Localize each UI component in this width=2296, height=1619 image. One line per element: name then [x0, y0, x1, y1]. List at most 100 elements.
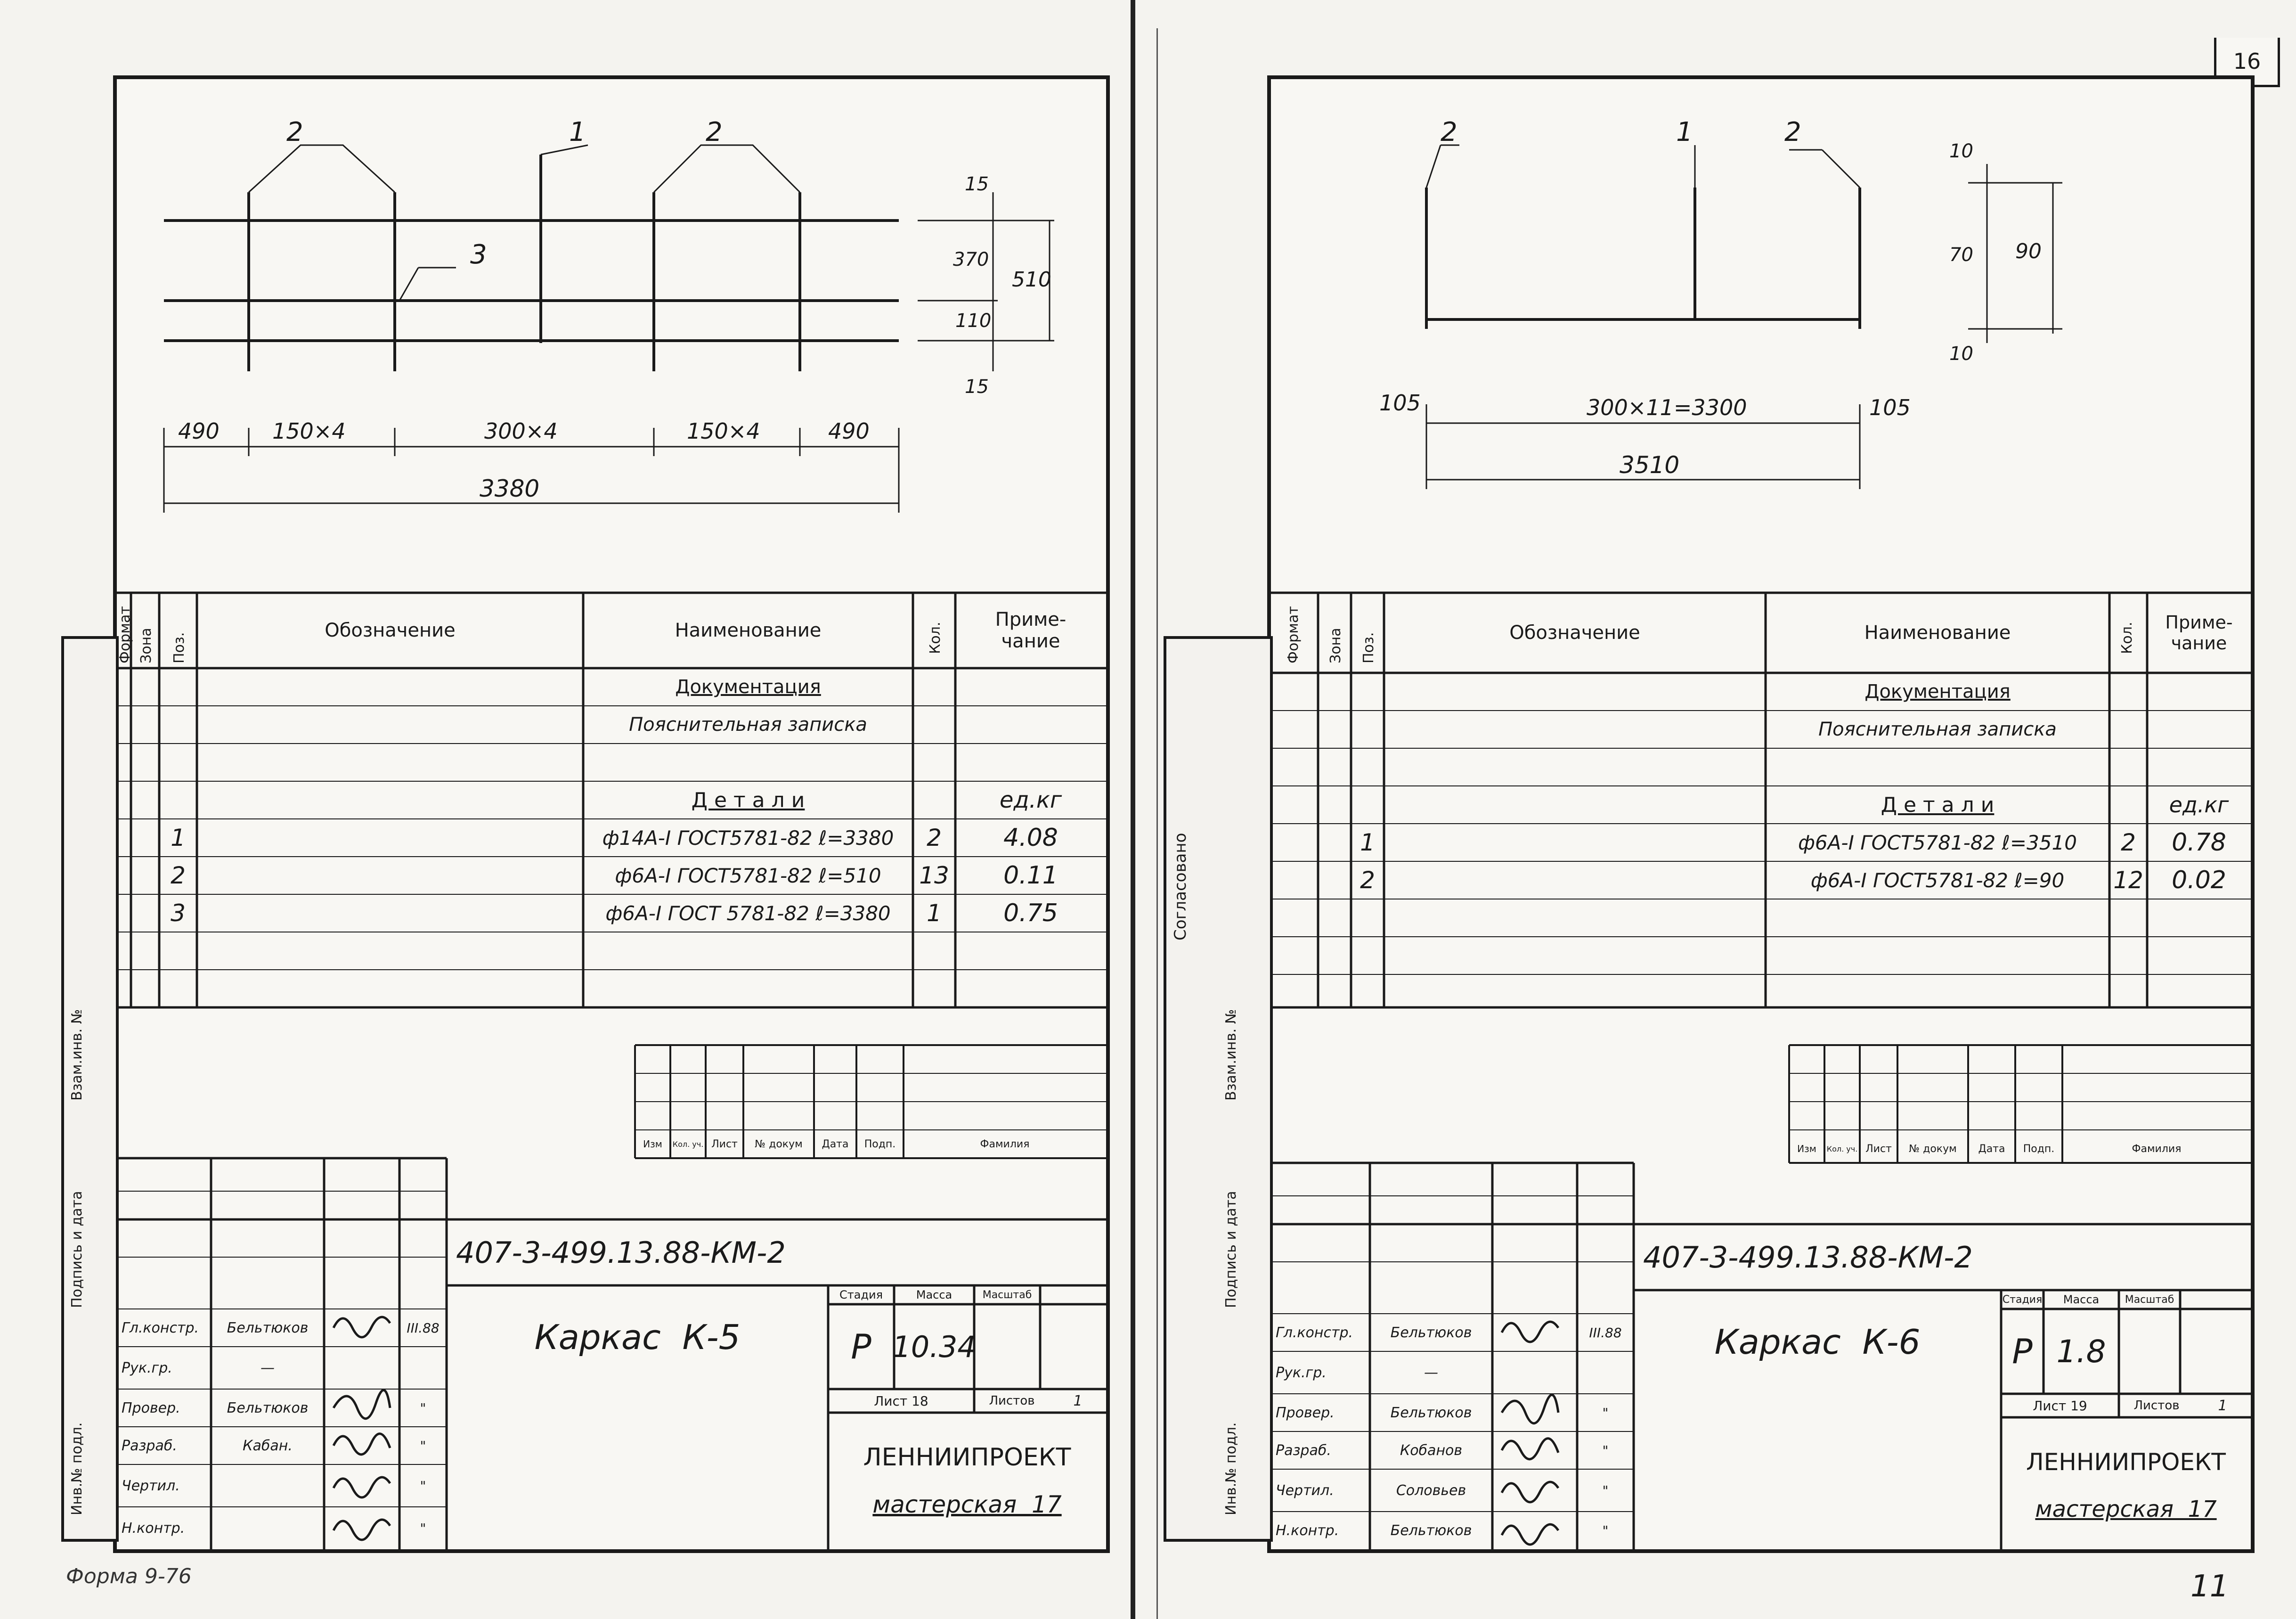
hdr-designation: Обозначение: [1509, 622, 1640, 644]
center-fold: [1131, 0, 1135, 1619]
person-date: III.88: [1589, 1325, 1622, 1341]
callout-2: 2: [1441, 117, 1457, 147]
row1-qty: 2: [2121, 829, 2136, 856]
dim-h-a: 105: [1379, 390, 1421, 416]
rev-hdr-date: Дата: [822, 1138, 849, 1150]
dim-h-a: 490: [178, 418, 220, 444]
person-role: Н.контр.: [1276, 1522, 1339, 1539]
person-role: Н.контр.: [122, 1520, 185, 1537]
row2-note: 0.11: [1003, 861, 1058, 890]
person-date: ": [420, 1400, 426, 1416]
sheets-count: 1: [2218, 1397, 2227, 1414]
row1-name: ф6А-I ГОСТ5781-82 ℓ=3510: [1798, 831, 2077, 854]
row2-name: ф6А-I ГОСТ5781-82 ℓ=510: [615, 864, 881, 887]
person-name: —: [1424, 1364, 1438, 1381]
sidebar-s3: Инв.№ подл.: [69, 1422, 85, 1515]
stage-label: Стадия: [2002, 1293, 2043, 1306]
rev-hdr-name: Фамилия: [2132, 1143, 2182, 1155]
rev-hdr-list: Лист: [711, 1138, 738, 1150]
rev-hdr-list: Лист: [1865, 1143, 1892, 1155]
callout-1: 1: [1676, 117, 1693, 147]
rev-hdr-kol: Кол. уч.: [1826, 1144, 1858, 1153]
row3-name: ф6А-I ГОСТ 5781-82 ℓ=3380: [605, 901, 891, 925]
scale-label: Масштаб: [2125, 1293, 2174, 1306]
left-sidebar: Взам.инв. № Подпись и дата Инв.№ подл.: [61, 636, 119, 1542]
unit-label: ед.кг: [2169, 792, 2229, 818]
hdr-name: Наименование: [1864, 622, 2011, 644]
doc-code: 407-3-499.13.88-КМ-2: [1643, 1240, 1973, 1275]
rev-hdr-kol: Кол. уч.: [672, 1139, 704, 1149]
row1-qty: 2: [927, 824, 942, 851]
row2-qty: 12: [2113, 867, 2143, 894]
person-role: Рук.гр.: [122, 1359, 172, 1376]
section-parts: Д е т а л и: [691, 788, 805, 812]
person-role: Гл.констр.: [1276, 1324, 1353, 1341]
person-role: Чертил.: [122, 1477, 180, 1494]
hdr-designation: Обозначение: [325, 620, 456, 641]
dim-v-mid: 370: [953, 249, 989, 270]
hdr-note: Приме- чание: [995, 609, 1067, 652]
sidebar-agreed: Согласовано: [1171, 833, 1190, 940]
person-role: Провер.: [122, 1399, 180, 1416]
sheet-title: Каркас К-5: [534, 1317, 741, 1357]
row1-note: 0.78: [2172, 828, 2226, 857]
sheets-label: Листов: [2133, 1398, 2180, 1413]
person-name: Бельтюков: [227, 1319, 309, 1336]
sheet-left: 2 1 2 3 15 370 110 15 510 490 150×4 300×…: [113, 75, 1110, 1553]
dim-h-total: 3510: [1620, 451, 1680, 479]
dim-v-top: 10: [1949, 140, 1973, 162]
row1-pos: 1: [1360, 829, 1375, 856]
dim-h-b: 150×4: [272, 418, 346, 444]
section-docs: Документация: [1864, 681, 2011, 703]
sidebar-s2: Подпись и дата: [69, 1191, 85, 1308]
right-sidebar: Согласовано Взам.инв. № Подпись и дата И…: [1164, 636, 1273, 1542]
dim-v-total: 90: [2015, 239, 2042, 263]
dim-v-total: 510: [1012, 268, 1051, 292]
stamp-mark: 11: [2190, 1569, 2229, 1604]
workshop: мастерская 17: [872, 1491, 1062, 1518]
dim-h-d: 150×4: [687, 418, 760, 444]
dim-v-low: 110: [955, 310, 992, 332]
person-name: Кобанов: [1400, 1442, 1463, 1459]
mass-value: 10.34: [892, 1329, 976, 1364]
row2-name: ф6А-I ГОСТ5781-82 ℓ=90: [1810, 868, 2065, 892]
row2-pos: 2: [171, 862, 186, 889]
stage-value: Р: [2012, 1332, 2033, 1371]
doc-item: Пояснительная записка: [1818, 719, 2057, 740]
row3-note: 0.75: [1003, 899, 1058, 927]
rev-hdr-name: Фамилия: [980, 1138, 1030, 1150]
right-drawing-lines: [1271, 144, 2251, 1549]
signatures-right: [1500, 1320, 1560, 1546]
sheet-title: Каркас К-6: [1714, 1322, 1921, 1362]
format-note: Форма 9-76: [66, 1564, 192, 1588]
stage-label: Стадия: [839, 1288, 883, 1301]
signatures-left: [332, 1316, 391, 1541]
person-date: ": [420, 1520, 426, 1536]
person-name: Бельтюков: [1390, 1404, 1472, 1421]
hdr-name: Наименование: [675, 620, 822, 641]
dim-h-total: 3380: [480, 475, 540, 502]
person-name: Бельтюков: [1390, 1522, 1472, 1539]
dim-v-top: 15: [965, 173, 989, 195]
rev-hdr-izm: Изм: [643, 1138, 662, 1150]
callout-1: 1: [569, 117, 586, 147]
doc-code: 407-3-499.13.88-КМ-2: [456, 1235, 786, 1270]
sheets-label: Листов: [989, 1394, 1035, 1408]
sidebar-s1: Взам.инв. №: [1223, 1009, 1239, 1101]
person-name: —: [261, 1359, 275, 1376]
person-name: Кабан.: [243, 1437, 293, 1454]
sidebar-s3: Инв.№ подл.: [1223, 1422, 1239, 1515]
sheets-count: 1: [1073, 1392, 1083, 1409]
person-date: ": [420, 1478, 426, 1494]
rev-hdr-doc: № докум: [1909, 1143, 1957, 1155]
page-number: 16: [2233, 49, 2261, 74]
unit-label: ед.кг: [999, 787, 1062, 813]
left-drawing-lines: [117, 144, 1106, 1549]
workshop: мастерская 17: [2035, 1496, 2217, 1522]
sidebar-s1: Взам.инв. №: [69, 1009, 85, 1101]
dim-h-c: 105: [1869, 395, 1911, 420]
scale-label: Масштаб: [982, 1289, 1032, 1301]
sidebar-s2: Подпись и дата: [1223, 1191, 1239, 1308]
person-name: Соловьев: [1396, 1482, 1466, 1499]
row1-note: 4.08: [1003, 824, 1058, 852]
